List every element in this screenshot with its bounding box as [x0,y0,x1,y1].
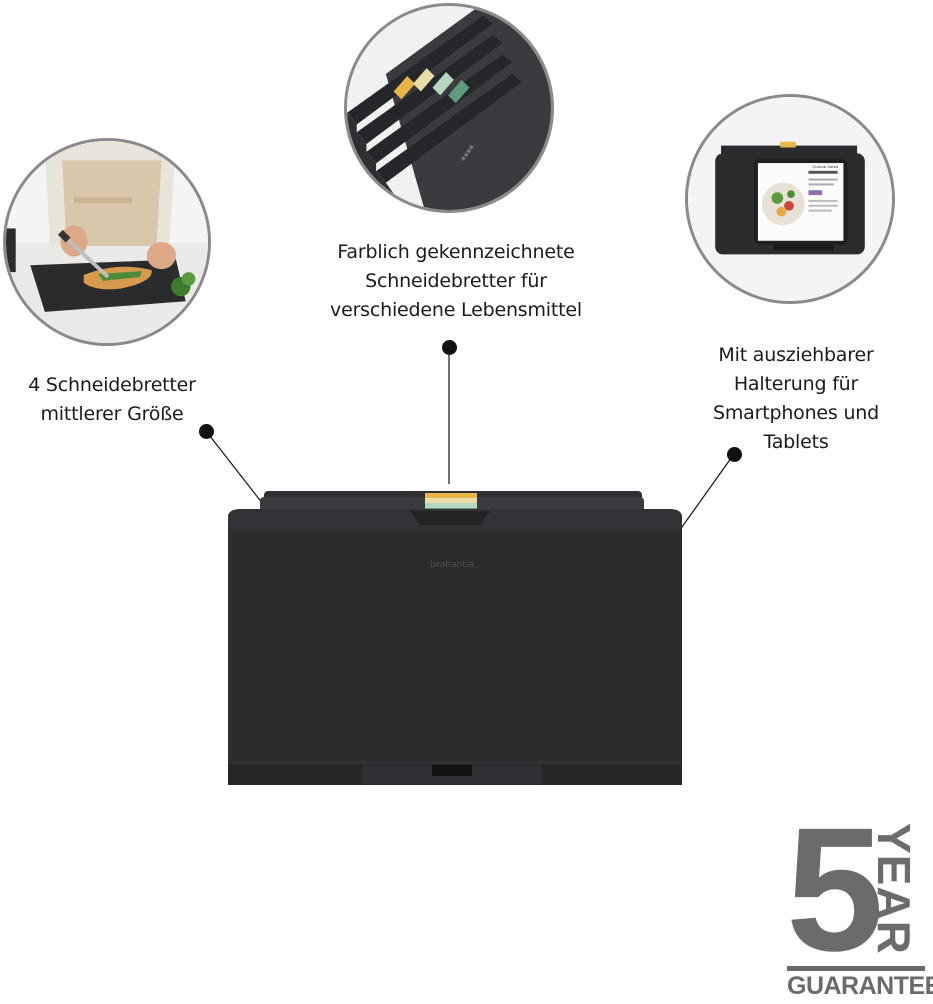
caption-line: mittlerer Größe [40,403,184,425]
color-tabs-closeup-illustration: ▪▪▪▪ [347,6,551,210]
callout-dot-center [442,340,457,355]
caption-line: Smartphones und [712,402,879,424]
board-tab-yellow [425,493,477,498]
guarantee-year-word: YEAR [868,823,920,955]
cutting-scene-illustration [6,141,208,343]
caption-line: verschiedene Lebensmittel [330,299,582,321]
board-tab-cream [425,498,477,503]
caption-line: 4 Schneidebretter [28,374,196,396]
guarantee-label: GUARANTEE [787,966,933,1001]
brand-logo: brabantia [430,560,473,570]
tablet-holder-photo: Quinoa Salad [685,94,895,304]
guarantee-number: 5 [786,792,884,988]
board-tab-mint [425,503,477,508]
tablet-recipe-heading: Quinoa Salad [812,164,838,169]
five-year-guarantee-badge: 5 YEAR GUARANTEE [786,802,933,1001]
callout-dot-right [727,447,742,462]
tablet-on-holder-illustration: Quinoa Salad [688,97,892,301]
color-coded-boards-photo: ▪▪▪▪ [344,3,554,213]
cutting-board-usage-photo [3,138,211,346]
caption-line: Tablets [763,431,829,453]
cutting-board-holder-product: brabantia [228,491,682,785]
caption-device-holder: Mit ausziehbarer Halterung für Smartphon… [696,341,896,457]
caption-line: Farblich gekennzeichnete [337,241,575,263]
caption-line: Halterung für [733,373,859,395]
caption-line: Mit ausziehbarer [718,344,874,366]
callout-dot-left [199,424,214,439]
caption-board-size: 4 Schneidebretter mittlerer Größe [12,371,212,429]
caption-color-coded: Farblich gekennzeichnete Schneidebretter… [316,238,596,325]
caption-line: Schneidebretter für [365,270,547,292]
